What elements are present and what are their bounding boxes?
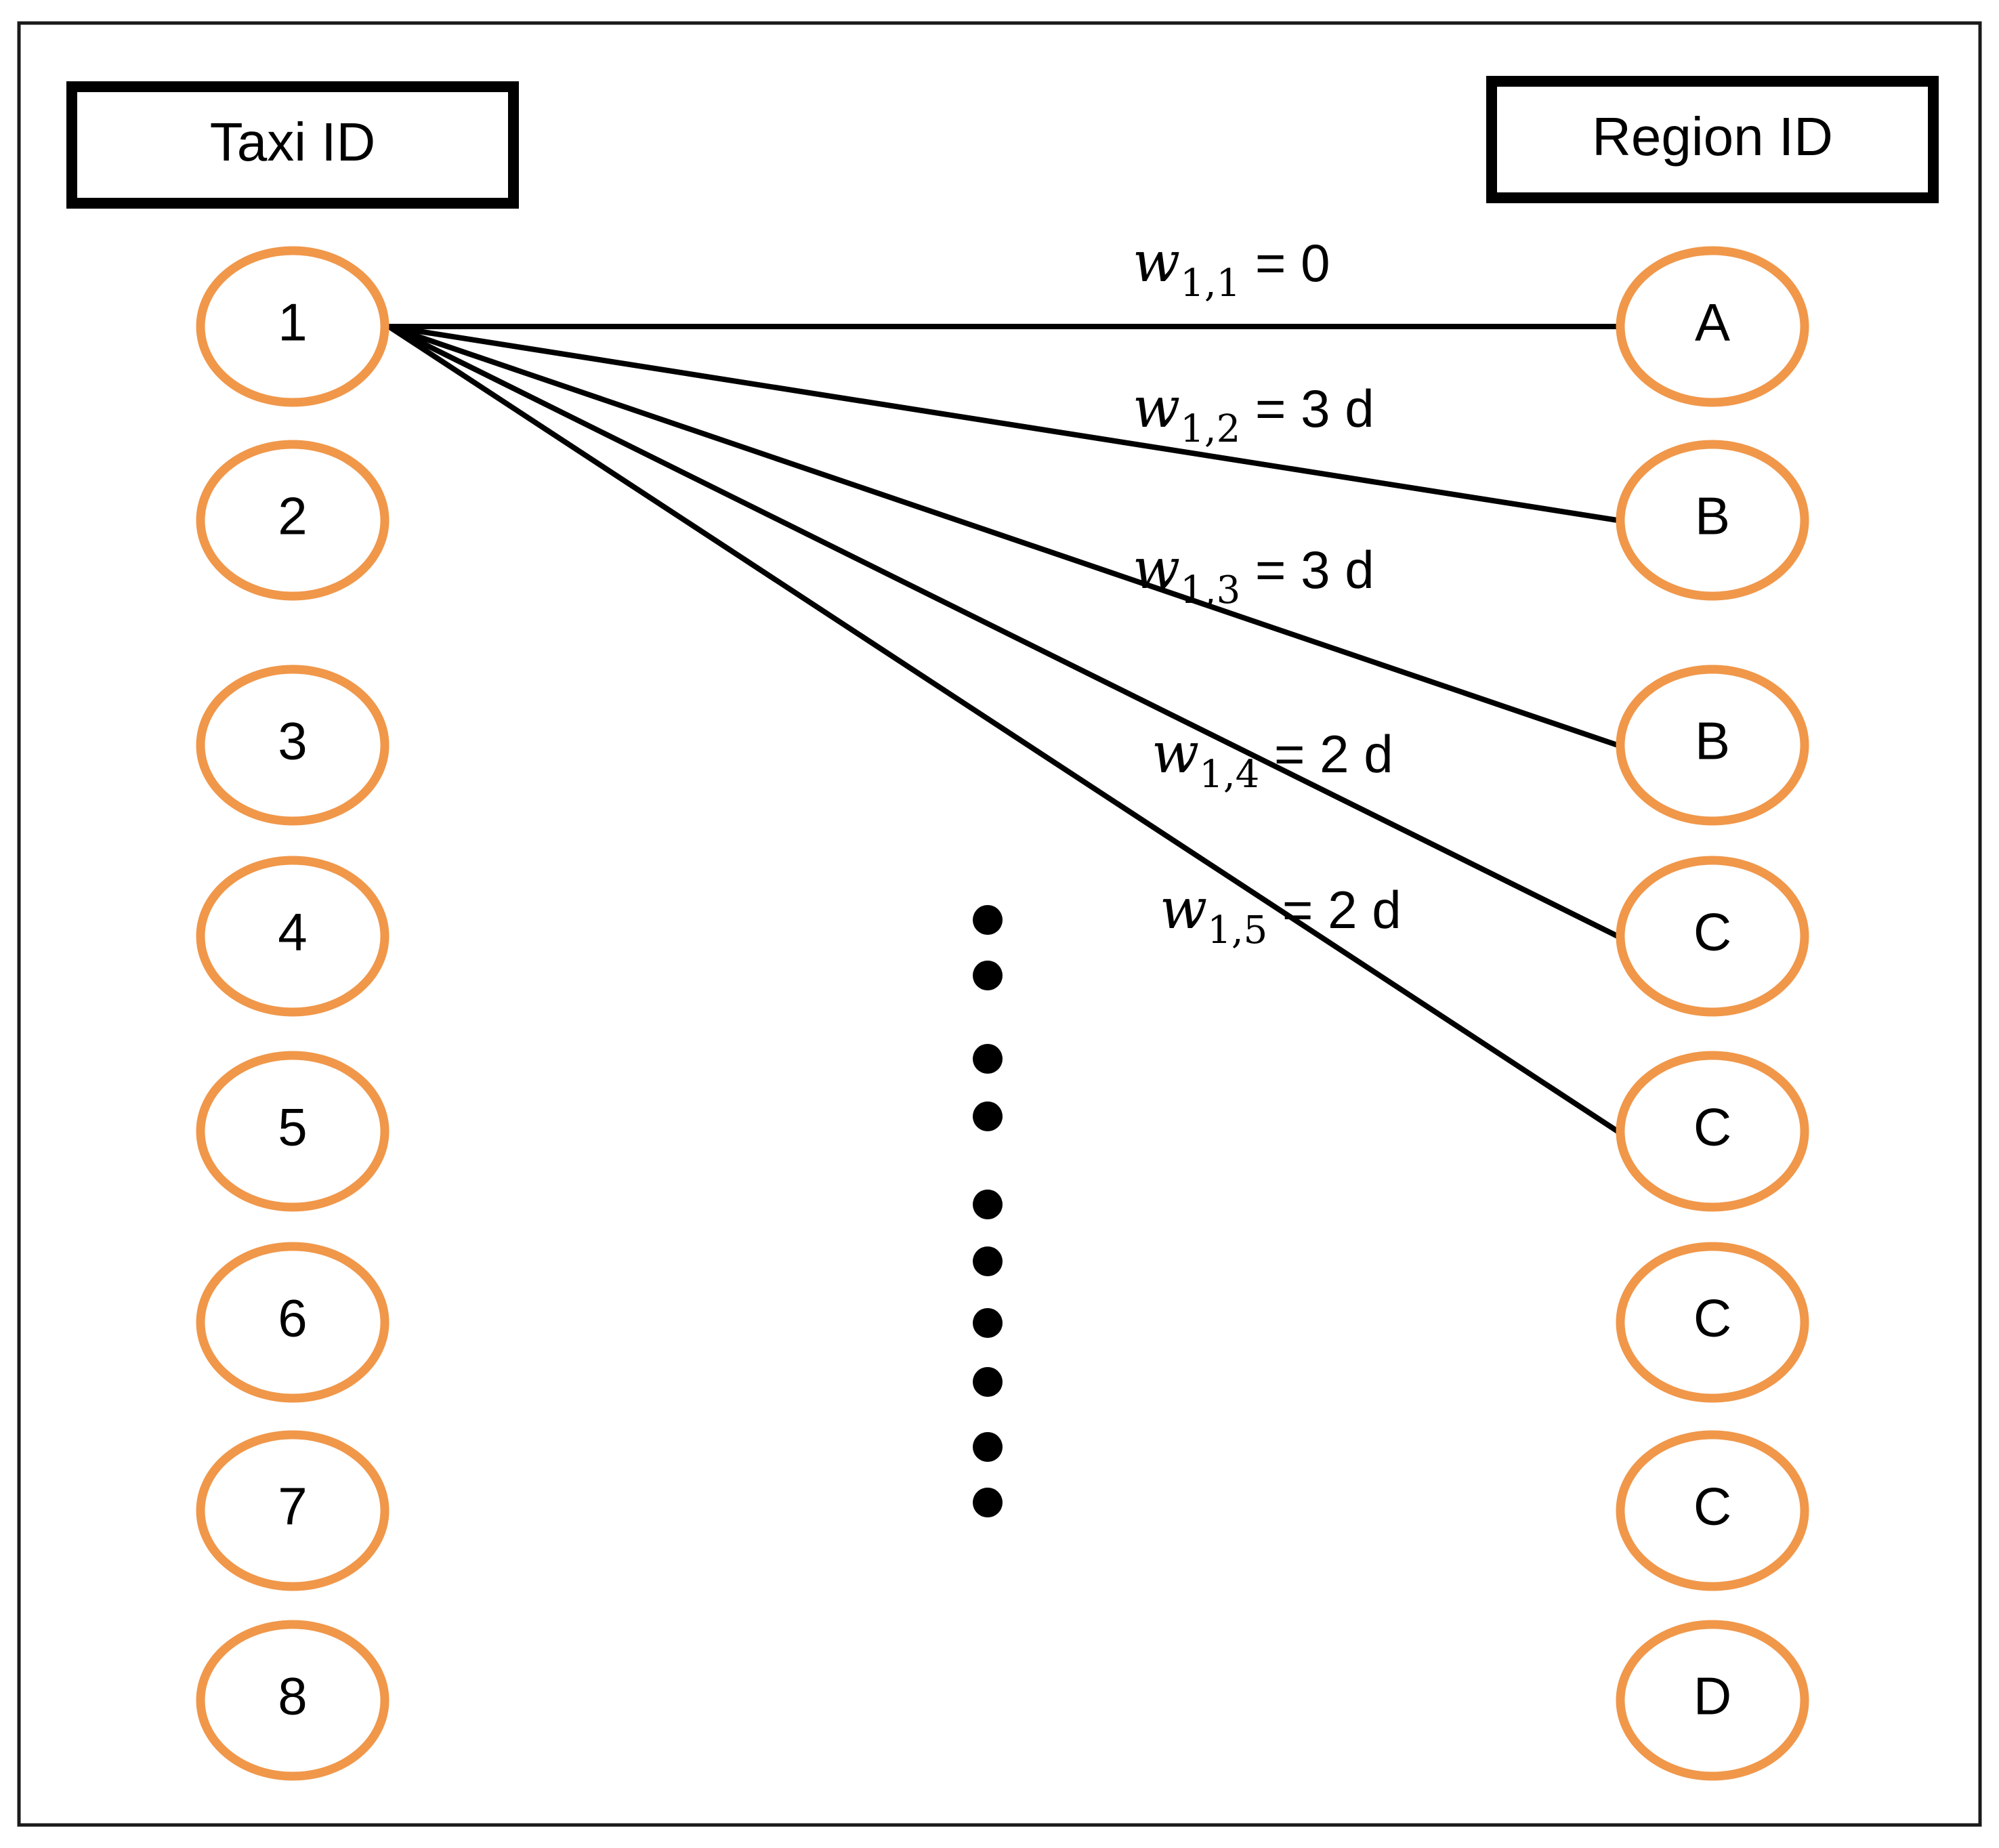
taxi-node-ellipse (196, 1620, 390, 1781)
edge-weight-label: w1,2 = 3 d (1133, 376, 1374, 451)
ellipsis-dot (973, 905, 1003, 935)
edge-1-3 (387, 324, 1619, 748)
taxi-node-label: 6 (278, 1288, 307, 1348)
region-node-c: C (1616, 856, 1809, 1017)
weight-value: = 2 d (1259, 724, 1393, 784)
taxi-node-2: 2 (196, 440, 390, 601)
region-node-ellipse (1616, 1242, 1809, 1403)
weight-symbol: w (1133, 376, 1180, 440)
taxi-node-4: 4 (196, 856, 390, 1017)
taxi-node-label: 5 (278, 1097, 307, 1157)
ellipsis-dot (973, 1308, 1003, 1338)
edge-1-4 (387, 324, 1619, 939)
weight-subscript: 1,2 (1180, 407, 1240, 451)
edge-weight-label: w1,4 = 2 d (1152, 721, 1393, 797)
region-node-label: C (1693, 1097, 1731, 1157)
edge-1-5 (387, 324, 1620, 1134)
region-node-label: C (1693, 902, 1731, 962)
region-nodes: A B B C C C C D (1616, 246, 1809, 1781)
region-node-label: B (1695, 711, 1730, 771)
taxi-node-label: 8 (278, 1666, 307, 1726)
ellipsis-dot (973, 1367, 1003, 1397)
ellipsis-dot (973, 1488, 1003, 1517)
taxi-node-ellipse (196, 1430, 390, 1591)
edge-weight-label: w1,5 = 2 d (1160, 877, 1402, 952)
taxi-node-ellipse (196, 856, 390, 1017)
taxi-node-label: 2 (278, 486, 307, 546)
region-node-c: C (1616, 1242, 1809, 1403)
edge-weight-label: w1,1 = 0 (1133, 230, 1330, 306)
ellipsis-dot (973, 1190, 1003, 1219)
taxi-node-ellipse (196, 1051, 390, 1212)
ellipsis-dots (973, 905, 1003, 1517)
region-node-ellipse (1616, 1051, 1809, 1212)
weight-subscript: 1,5 (1207, 908, 1267, 952)
region-node-c: C (1616, 1430, 1809, 1591)
taxi-node-7: 7 (196, 1430, 390, 1591)
region-node-ellipse (1616, 1430, 1809, 1591)
region-id-header-label: Region ID (1592, 106, 1833, 167)
taxi-node-label: 1 (278, 293, 307, 352)
taxi-node-ellipse (196, 665, 390, 826)
region-node-d: D (1616, 1620, 1809, 1781)
region-node-label: C (1693, 1288, 1731, 1348)
region-node-b: B (1616, 440, 1809, 601)
taxi-id-header-label: Taxi ID (210, 112, 376, 172)
weight-symbol: w (1160, 877, 1207, 942)
region-node-ellipse (1616, 246, 1809, 407)
region-id-header: Region ID (1486, 76, 1939, 203)
ellipsis-dot (973, 1101, 1003, 1131)
weight-value: = 3 d (1240, 540, 1374, 600)
taxi-node-label: 3 (278, 711, 307, 771)
taxi-node-ellipse (196, 440, 390, 601)
ellipsis-dot (973, 961, 1003, 990)
edge-1-2 (388, 324, 1618, 523)
ellipsis-dot (973, 1044, 1003, 1074)
region-node-a: A (1616, 246, 1809, 407)
weight-value: = 3 d (1240, 379, 1374, 438)
taxi-node-8: 8 (196, 1620, 390, 1781)
region-node-label: B (1695, 486, 1730, 546)
weight-symbol: w (1152, 721, 1199, 786)
taxi-node-5: 5 (196, 1051, 390, 1212)
edges (387, 324, 1620, 1134)
region-node-c: C (1616, 1051, 1809, 1212)
weight-value: = 2 d (1267, 880, 1401, 940)
ellipsis-dot (973, 1246, 1003, 1276)
taxi-node-ellipse (196, 246, 390, 407)
region-node-ellipse (1616, 856, 1809, 1017)
region-node-label: C (1693, 1477, 1731, 1536)
taxi-node-ellipse (196, 1242, 390, 1403)
taxi-node-label: 7 (278, 1477, 307, 1536)
region-node-ellipse (1616, 1620, 1809, 1781)
weight-symbol: w (1133, 230, 1180, 295)
region-node-label: A (1695, 293, 1730, 352)
region-node-b: B (1616, 665, 1809, 826)
edge-weight-label: w1,3 = 3 d (1133, 537, 1374, 612)
taxi-node-6: 6 (196, 1242, 390, 1403)
taxi-nodes: 1 2 3 4 5 6 7 8 (196, 246, 390, 1781)
ellipsis-dot (973, 1432, 1003, 1462)
taxi-node-1: 1 (196, 246, 390, 407)
taxi-id-header: Taxi ID (66, 81, 519, 209)
weight-symbol: w (1133, 537, 1180, 602)
region-node-ellipse (1616, 440, 1809, 601)
edge-weight-labels: w1,1 = 0w1,2 = 3 dw1,3 = 3 dw1,4 = 2 dw1… (1133, 230, 1402, 952)
weight-subscript: 1,1 (1180, 261, 1240, 306)
taxi-node-3: 3 (196, 665, 390, 826)
taxi-node-label: 4 (278, 902, 307, 962)
region-node-ellipse (1616, 665, 1809, 826)
weight-subscript: 1,3 (1180, 568, 1240, 612)
weight-subscript: 1,4 (1199, 753, 1259, 797)
weight-value: = 0 (1240, 233, 1330, 293)
region-node-label: D (1693, 1666, 1731, 1726)
